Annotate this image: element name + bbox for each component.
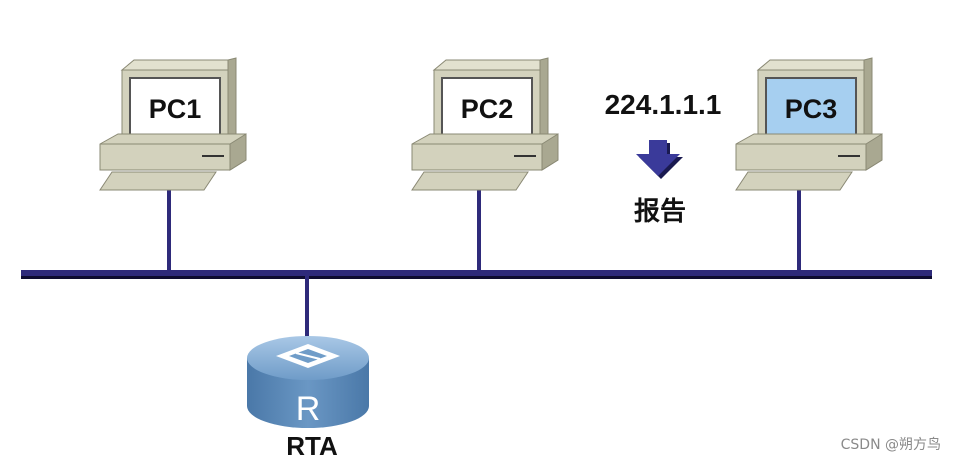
pc2-computer-icon[interactable]: PC2 [411, 57, 559, 191]
router-diamond-icon [276, 344, 340, 368]
watermark: CSDN @朔方鸟 [840, 437, 941, 453]
pc3-link [797, 188, 801, 272]
down-arrow-icon [636, 140, 683, 179]
multicast-group-address: 224.1.1.1 [605, 89, 722, 120]
router-link [305, 276, 309, 338]
pc3-label: PC3 [785, 94, 838, 124]
pc1-label: PC1 [149, 94, 202, 124]
pc1-link [167, 188, 171, 272]
router-label: RTA [286, 431, 338, 461]
router-icon[interactable]: R [247, 336, 369, 428]
router-symbol: R [296, 390, 321, 428]
pc2-link [477, 188, 481, 272]
pc2-label: PC2 [461, 94, 514, 124]
pc1-computer-icon[interactable]: PC1 [99, 57, 247, 191]
report-message-label: 报告 [634, 196, 686, 226]
ethernet-bus [21, 270, 932, 279]
pc1-screen [129, 77, 221, 137]
pc3-computer-icon[interactable]: PC3 [735, 57, 883, 191]
pc2-screen [441, 77, 533, 137]
